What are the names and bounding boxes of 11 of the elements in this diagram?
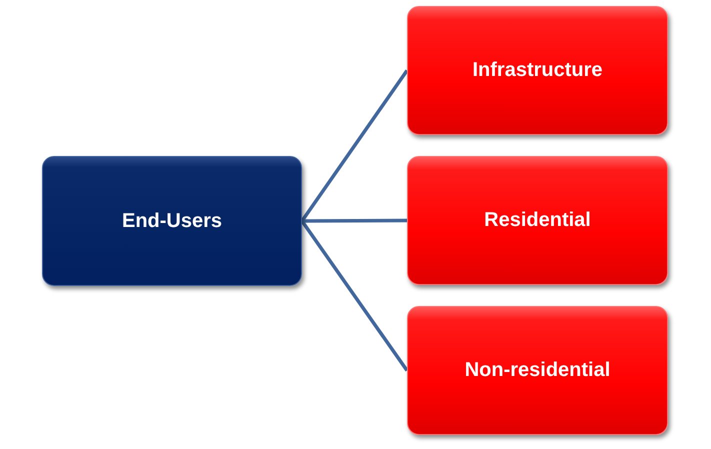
category-box	[407, 156, 668, 285]
box-label: Non-residential	[464, 359, 610, 382]
box-label: Infrastructure	[472, 59, 603, 82]
connector-line	[302, 218, 407, 223]
box-label: End-Users	[122, 210, 222, 232]
box-label: Residential	[484, 209, 591, 232]
root-box	[42, 156, 302, 286]
category-box	[407, 6, 668, 135]
category-box	[407, 306, 668, 435]
connector-line	[300, 70, 408, 222]
connector-line	[300, 220, 408, 372]
